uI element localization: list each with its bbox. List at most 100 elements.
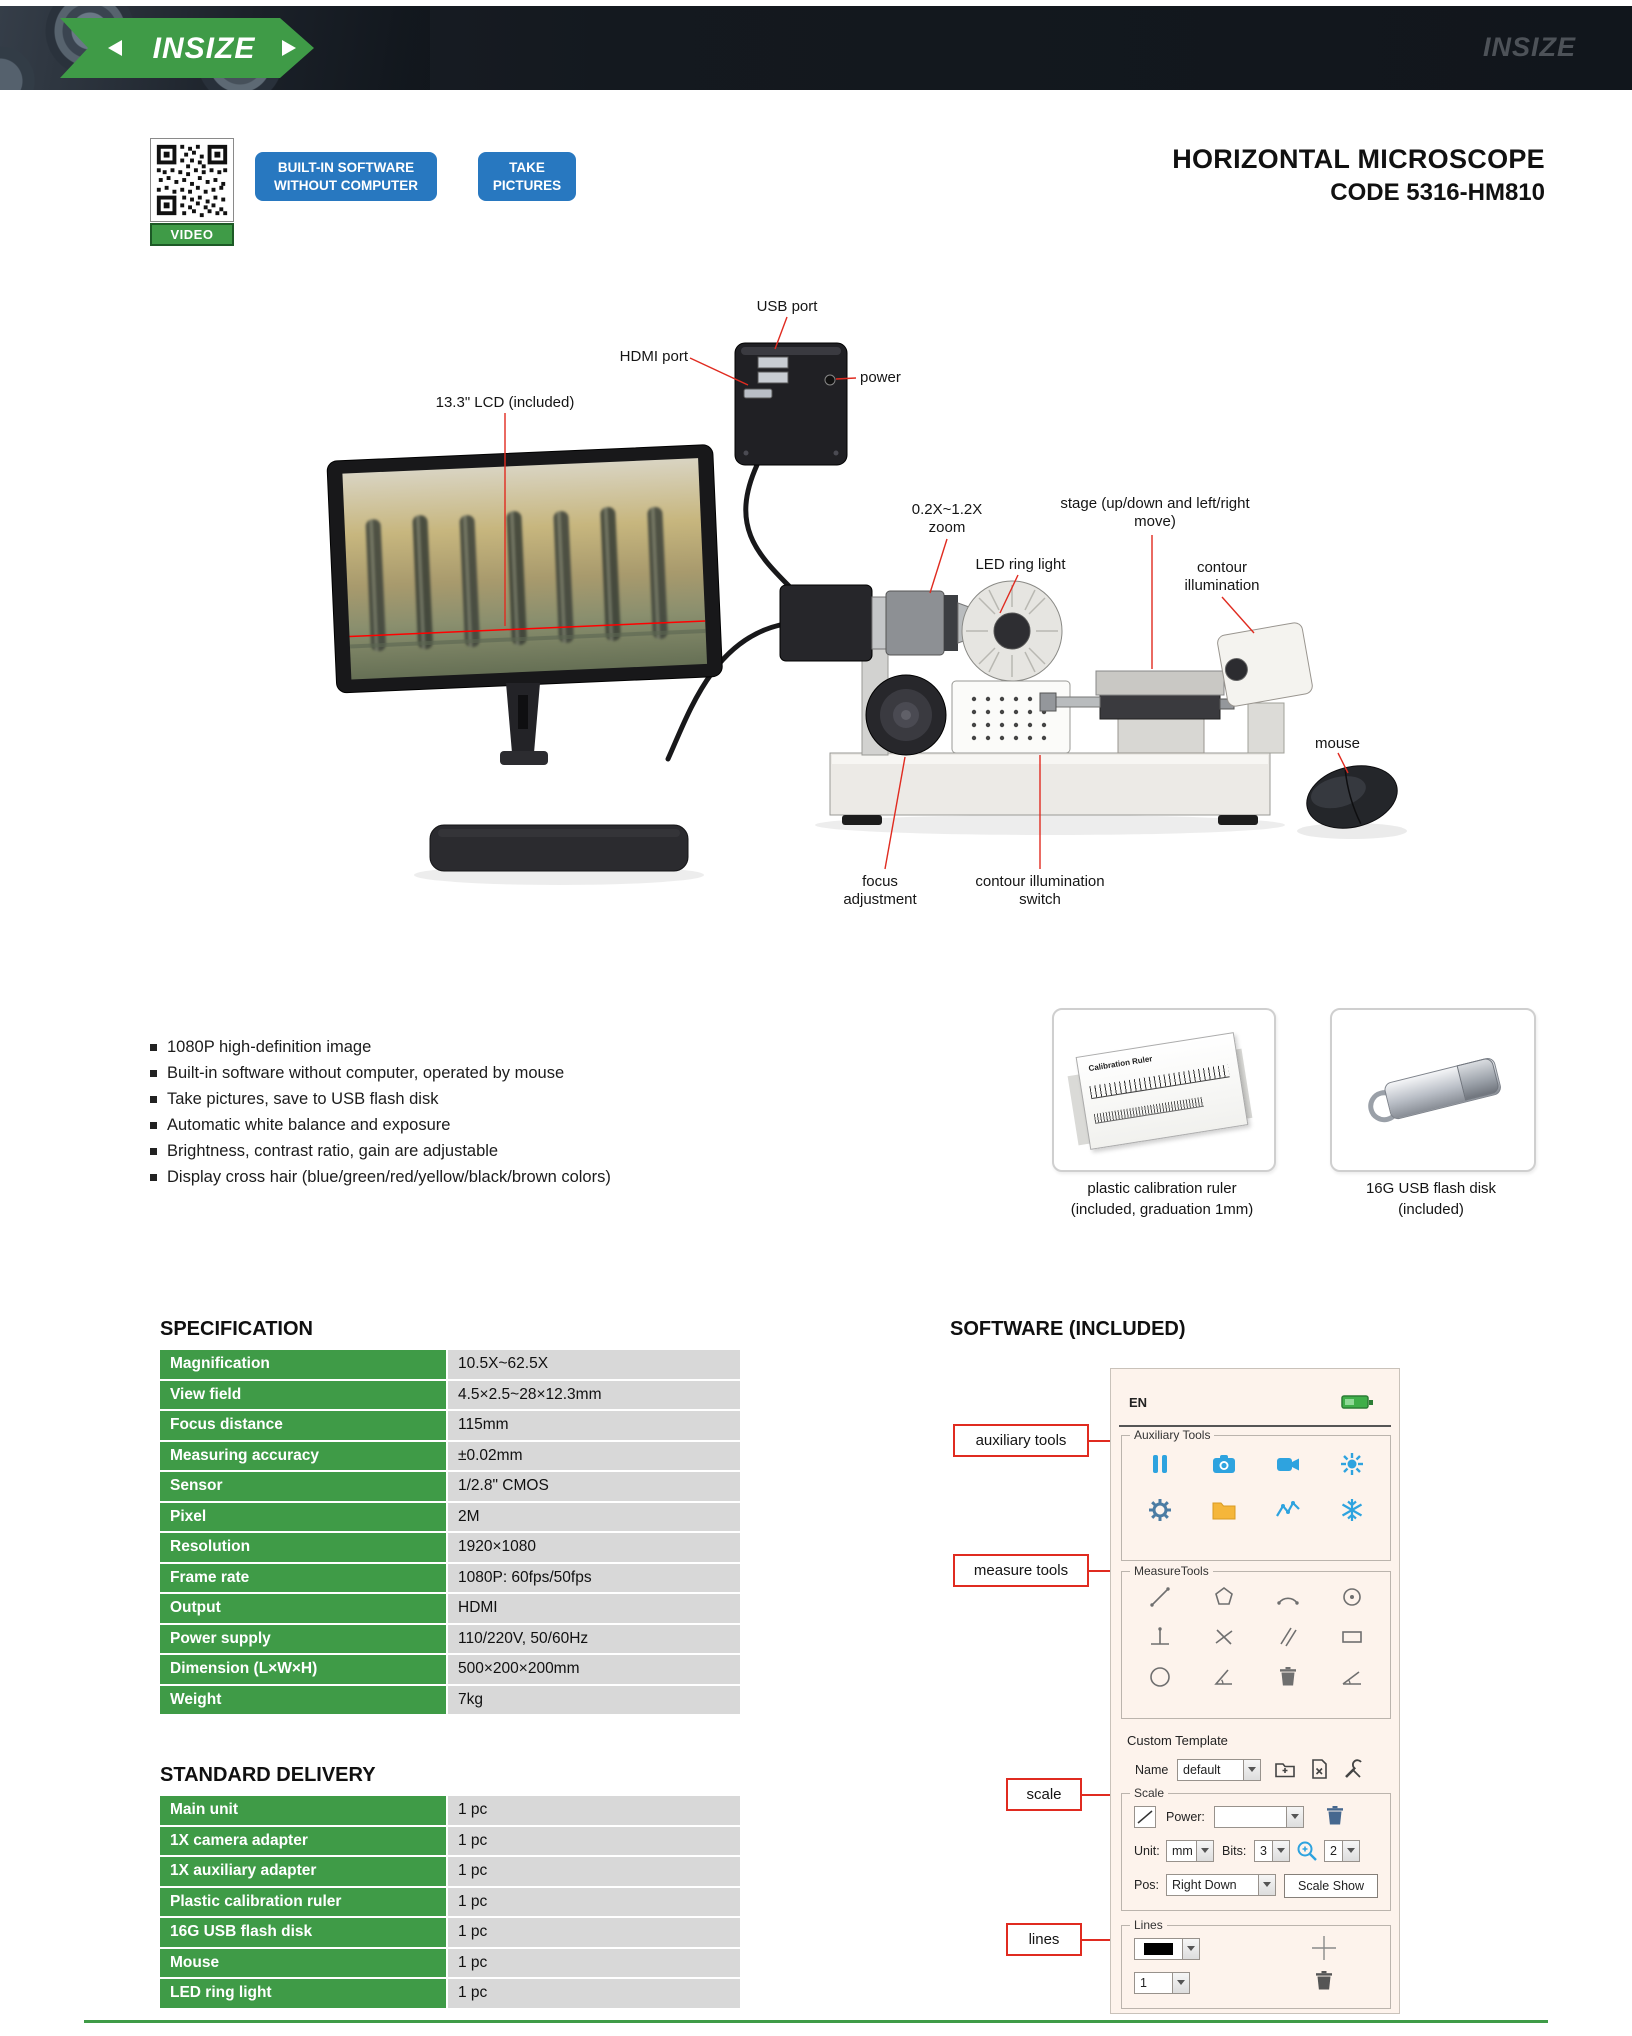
circle-icon[interactable] bbox=[1147, 1664, 1173, 1690]
brand-watermark: INSIZE bbox=[1482, 32, 1576, 62]
folder-icon[interactable] bbox=[1210, 1496, 1238, 1524]
screen-crosshair-line bbox=[349, 620, 706, 638]
diagram-drawing bbox=[326, 316, 1407, 885]
lcd-monitor bbox=[326, 444, 723, 694]
video-qr-code[interactable] bbox=[150, 138, 234, 222]
perpendicular-icon[interactable] bbox=[1147, 1624, 1173, 1650]
ruler-caption: plastic calibration ruler (included, gra… bbox=[1070, 1180, 1254, 1218]
bits-dropdown[interactable]: 3 bbox=[1254, 1840, 1290, 1862]
feature-item: Built-in software without computer, oper… bbox=[150, 1064, 790, 1083]
camera-icon[interactable] bbox=[1210, 1450, 1238, 1478]
base-rail bbox=[829, 740, 1271, 825]
zoom-dropdown[interactable]: 2 bbox=[1324, 1840, 1360, 1862]
pause-icon[interactable] bbox=[1146, 1450, 1174, 1478]
auxiliary-tools-label: Auxiliary Tools bbox=[1130, 1428, 1215, 1442]
usb-flash-drive bbox=[1363, 1051, 1519, 1130]
arc-icon[interactable] bbox=[1275, 1584, 1301, 1610]
video-label: VIDEO bbox=[150, 223, 234, 246]
center-circle-icon[interactable] bbox=[1339, 1584, 1365, 1610]
label-power: power bbox=[860, 369, 901, 386]
rectangle-icon[interactable] bbox=[1339, 1624, 1365, 1650]
feature-item: Take pictures, save to USB flash disk bbox=[150, 1090, 790, 1109]
lines-group-label: Lines bbox=[1130, 1918, 1167, 1932]
badge-builtin-software: BUILT-IN SOFTWARE WITHOUT COMPUTER bbox=[255, 152, 437, 201]
unit-dropdown[interactable]: mm bbox=[1166, 1840, 1214, 1862]
dropdown-arrow-icon[interactable] bbox=[1196, 1841, 1213, 1861]
dropdown-arrow-icon[interactable] bbox=[1182, 1939, 1199, 1959]
product-code: CODE 5316-HM810 bbox=[1330, 179, 1545, 206]
ruler-card-text: Calibration Ruler bbox=[1087, 1054, 1153, 1074]
page-header: INSIZE INSIZE bbox=[0, 6, 1632, 90]
qr-code-image bbox=[151, 139, 233, 221]
dropdown-arrow-icon[interactable] bbox=[1342, 1841, 1359, 1861]
cross-lines-icon[interactable] bbox=[1211, 1624, 1237, 1650]
label-stage: stage (up/down and left/right move) bbox=[1060, 495, 1250, 530]
trash-icon[interactable] bbox=[1311, 1968, 1337, 1994]
specification-heading: SPECIFICATION bbox=[160, 1318, 313, 1340]
calibration-ruler-card: Calibration Ruler bbox=[1075, 1032, 1249, 1150]
xy-stage bbox=[1039, 670, 1235, 754]
pos-dropdown[interactable]: Right Down bbox=[1166, 1874, 1276, 1896]
power-jack bbox=[824, 374, 836, 386]
footer-rule bbox=[84, 2020, 1548, 2023]
screen-image-pins bbox=[365, 507, 668, 652]
line-icon[interactable] bbox=[1147, 1584, 1173, 1610]
crosshair-icon[interactable] bbox=[1310, 1934, 1338, 1962]
video-icon[interactable] bbox=[1274, 1450, 1302, 1478]
tools-icon[interactable] bbox=[1341, 1757, 1365, 1781]
trash-icon[interactable] bbox=[1322, 1803, 1348, 1829]
usb-port bbox=[757, 371, 789, 384]
dropdown-arrow-icon[interactable] bbox=[1272, 1841, 1289, 1861]
logo-arrow-left-icon bbox=[108, 40, 122, 56]
feature-item: Automatic white balance and exposure bbox=[150, 1116, 790, 1135]
callout-leader-lines bbox=[504, 316, 1349, 870]
gear-icon[interactable] bbox=[1146, 1496, 1174, 1524]
scale-group-label: Scale bbox=[1130, 1786, 1169, 1800]
snowflake-icon[interactable] bbox=[1338, 1496, 1366, 1524]
angle-icon[interactable] bbox=[1211, 1664, 1237, 1690]
line-color-dropdown[interactable] bbox=[1134, 1938, 1200, 1960]
open-folder-icon[interactable] bbox=[1273, 1757, 1297, 1781]
feature-list: 1080P high-definition image Built-in sof… bbox=[150, 1038, 790, 1194]
language-label[interactable]: EN bbox=[1129, 1395, 1148, 1410]
power-dropdown[interactable] bbox=[1214, 1806, 1304, 1828]
brightness-icon[interactable] bbox=[1338, 1450, 1366, 1478]
magnifier-icon[interactable] bbox=[1294, 1838, 1320, 1864]
led-ring-light bbox=[961, 580, 1063, 682]
camera-unit bbox=[734, 342, 848, 466]
slope-icon[interactable] bbox=[1339, 1664, 1365, 1690]
line-width-dropdown[interactable]: 1 bbox=[1134, 1972, 1190, 1994]
dropdown-arrow-icon[interactable] bbox=[1243, 1760, 1260, 1780]
label-mouse: mouse bbox=[1314, 735, 1361, 752]
label-lcd: 13.3" LCD (included) bbox=[435, 394, 575, 411]
callout-line bbox=[1081, 1794, 1110, 1796]
software-heading: SOFTWARE (INCLUDED) bbox=[950, 1318, 1186, 1340]
calibration-ruler-image: Calibration Ruler bbox=[1052, 1008, 1276, 1172]
dropdown-arrow-icon[interactable] bbox=[1172, 1973, 1189, 1993]
label-focus-adjustment: focus adjustment bbox=[843, 873, 917, 908]
template-name-dropdown[interactable]: default bbox=[1177, 1759, 1261, 1781]
auxiliary-tools-group: Auxiliary Tools bbox=[1121, 1428, 1391, 1561]
illumination-control-box bbox=[951, 670, 1071, 754]
parallel-lines-icon[interactable] bbox=[1275, 1624, 1301, 1650]
delete-file-icon[interactable] bbox=[1307, 1757, 1331, 1781]
scale-show-button[interactable]: Scale Show bbox=[1284, 1874, 1378, 1898]
curve-icon[interactable] bbox=[1274, 1496, 1302, 1524]
bullet-icon bbox=[150, 1044, 157, 1051]
trash-icon[interactable] bbox=[1275, 1664, 1301, 1690]
callout-line bbox=[1089, 1440, 1110, 1442]
dropdown-arrow-icon[interactable] bbox=[1258, 1875, 1275, 1895]
feature-item: 1080P high-definition image bbox=[150, 1038, 790, 1057]
polygon-icon[interactable] bbox=[1211, 1584, 1237, 1610]
line-style-icon[interactable] bbox=[1134, 1806, 1156, 1828]
dropdown-arrow-icon[interactable] bbox=[1286, 1807, 1303, 1827]
